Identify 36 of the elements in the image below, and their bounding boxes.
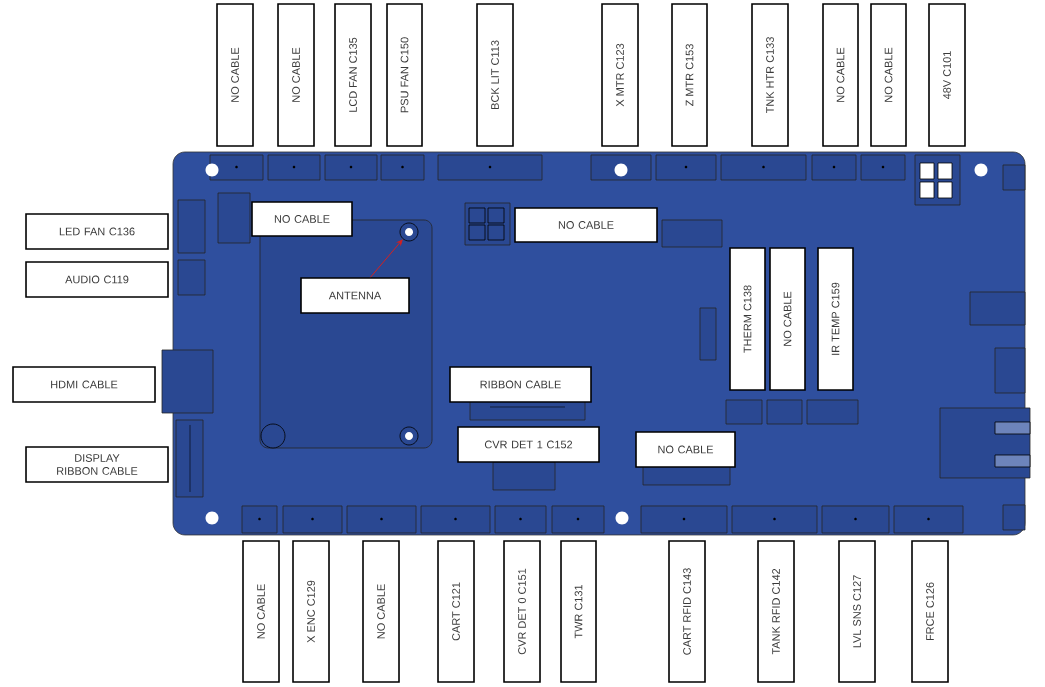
label-box: NO CABLE [769, 247, 806, 391]
label-box: LVL SNS C127 [838, 540, 876, 683]
label-box: DISPLAY RIBBON CABLE [25, 446, 169, 483]
label-box: BCK LIT C113 [476, 3, 514, 147]
label-box: RIBBON CABLE [449, 366, 592, 403]
label-box: CVR DET 1 C152 [457, 426, 600, 463]
label-box: NO CABLE [362, 540, 400, 683]
label-box: 48V C101 [928, 3, 966, 147]
label-box: Z MTR C153 [671, 3, 708, 147]
label-box: NO CABLE [216, 3, 254, 147]
label-box: NO CABLE [242, 540, 280, 683]
label-box: ANTENNA [300, 277, 410, 314]
label-box: NO CABLE [822, 3, 859, 147]
label-box: TNK HTR C133 [751, 3, 789, 147]
label-box: TWR C131 [560, 540, 597, 683]
label-box: CART RFID C143 [668, 540, 706, 683]
label-box: X ENC C129 [292, 540, 330, 683]
arrow [370, 239, 403, 278]
label-box: CART C121 [437, 540, 475, 683]
label-box: X MTR C123 [601, 3, 639, 147]
label-box: NO CABLE [870, 3, 907, 147]
label-box: CVR DET 0 C151 [503, 540, 541, 683]
label-box: TANK RFID C142 [757, 540, 795, 683]
label-box: IR TEMP C159 [817, 247, 854, 391]
label-box: PSU FAN C150 [386, 3, 423, 147]
label-box: LCD FAN C135 [334, 3, 372, 147]
label-box: HDMI CABLE [12, 366, 156, 403]
mounting-hole [399, 222, 419, 242]
label-box: AUDIO C119 [25, 261, 169, 298]
label-box: FRCE C126 [911, 540, 949, 683]
label-box: THERM C138 [729, 247, 766, 391]
label-box: NO CABLE [251, 201, 353, 237]
label-box: LED FAN C136 [25, 213, 169, 250]
label-box: NO CABLE [514, 207, 658, 243]
label-box: NO CABLE [277, 3, 315, 147]
label-box: NO CABLE [635, 431, 736, 468]
